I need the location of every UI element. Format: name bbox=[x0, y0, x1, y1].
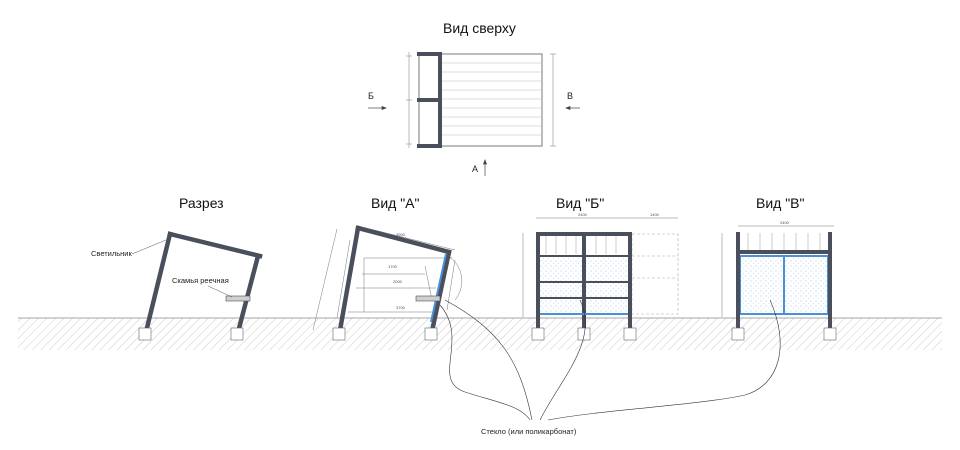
glass-leader-lines bbox=[439, 299, 781, 421]
svg-text:3700: 3700 bbox=[396, 305, 406, 310]
marker-a-label: А bbox=[472, 164, 479, 174]
marker-v-label: В bbox=[567, 91, 574, 101]
glass-label: Стекло (или поликарбонат) bbox=[481, 427, 577, 436]
view-a-drawing: 3900 1700 2000 3700 bbox=[312, 225, 463, 341]
top-view-drawing bbox=[368, 52, 580, 176]
view-b-title: Вид "Б" bbox=[556, 195, 605, 211]
view-v-drawing: 2400 bbox=[721, 220, 837, 341]
top-view-title: Вид сверху bbox=[443, 20, 516, 36]
view-b-drawing: 2400 1400 bbox=[522, 212, 679, 341]
svg-text:1700: 1700 bbox=[388, 264, 398, 269]
lamp-label: Светильник bbox=[91, 249, 132, 258]
svg-text:2000: 2000 bbox=[393, 279, 403, 284]
section-drawing bbox=[131, 231, 263, 341]
svg-text:2400: 2400 bbox=[578, 212, 588, 217]
section-title: Разрез bbox=[179, 195, 224, 211]
svg-text:1400: 1400 bbox=[650, 212, 660, 217]
svg-text:2400: 2400 bbox=[780, 220, 790, 225]
marker-b-label: Б bbox=[368, 91, 374, 101]
view-v-title: Вид "В" bbox=[756, 195, 805, 211]
svg-text:3900: 3900 bbox=[396, 232, 406, 237]
bench-label: Скамья реечная bbox=[172, 276, 229, 285]
view-a-title: Вид "А" bbox=[371, 195, 420, 211]
